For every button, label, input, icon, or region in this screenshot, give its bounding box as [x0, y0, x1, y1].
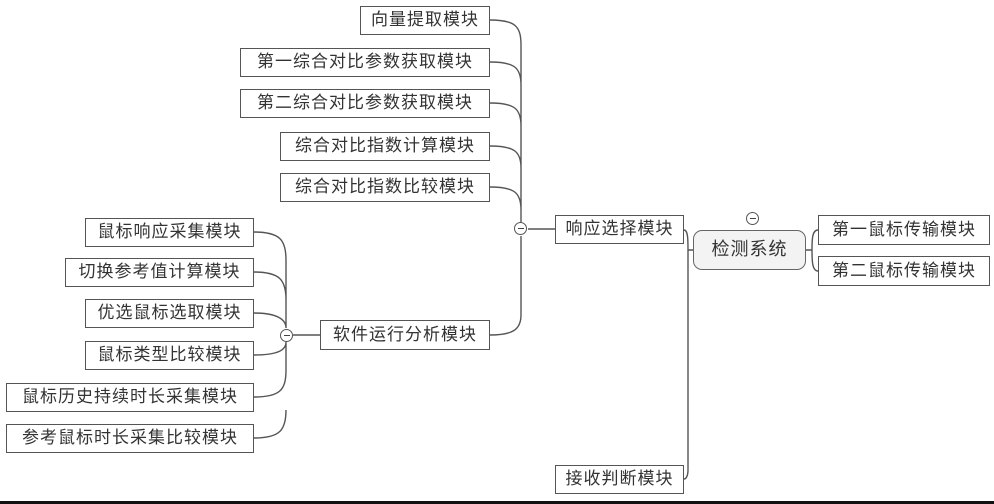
- node-label: 参考鼠标时长采集比较模块: [22, 428, 238, 448]
- node-vector-extract[interactable]: 向量提取模块: [360, 6, 490, 35]
- connector-top-group: [489, 19, 522, 222]
- node-first-mouse-transmission[interactable]: 第一鼠标传输模块: [818, 215, 990, 245]
- connector-software: [489, 236, 522, 336]
- node-label: 第一综合对比参数获取模块: [257, 52, 473, 72]
- node-switch-reference-calc[interactable]: 切换参考值计算模块: [65, 258, 254, 287]
- bottom-rule: [0, 501, 994, 504]
- node-first-comprehensive-param[interactable]: 第一综合对比参数获取模块: [240, 48, 490, 77]
- node-response-select[interactable]: 响应选择模块: [555, 215, 684, 244]
- node-label: 鼠标历史持续时长采集模块: [22, 387, 238, 407]
- root-label: 检测系统: [711, 239, 788, 260]
- root-node[interactable]: 检测系统: [693, 230, 806, 270]
- node-second-comprehensive-param[interactable]: 第二综合对比参数获取模块: [240, 89, 490, 118]
- collapse-icon[interactable]: [746, 212, 759, 225]
- node-index-comparison[interactable]: 综合对比指数比较模块: [280, 173, 490, 202]
- node-preferred-mouse-select[interactable]: 优选鼠标选取模块: [85, 299, 254, 328]
- node-label: 向量提取模块: [371, 10, 479, 30]
- node-reference-duration-compare[interactable]: 参考鼠标时长采集比较模块: [6, 424, 254, 453]
- collapse-icon[interactable]: [280, 329, 293, 342]
- node-software-analysis[interactable]: 软件运行分析模块: [320, 320, 490, 350]
- node-label: 优选鼠标选取模块: [97, 303, 242, 323]
- node-label: 第一鼠标传输模块: [832, 219, 976, 240]
- node-label: 第二鼠标传输模块: [832, 260, 976, 281]
- node-label: 综合对比指数比较模块: [295, 177, 475, 197]
- node-label: 切换参考值计算模块: [78, 262, 241, 282]
- node-index-calculation[interactable]: 综合对比指数计算模块: [280, 132, 490, 161]
- node-label: 第二综合对比参数获取模块: [257, 93, 473, 113]
- node-label: 鼠标响应采集模块: [97, 222, 242, 242]
- node-mouse-history-duration[interactable]: 鼠标历史持续时长采集模块: [6, 383, 254, 412]
- node-receive-judge[interactable]: 接收判断模块: [555, 465, 684, 494]
- node-label: 综合对比指数计算模块: [295, 136, 475, 156]
- connector-left-group: [253, 231, 287, 439]
- connector-root-left: [683, 229, 693, 480]
- node-label: 接收判断模块: [565, 469, 674, 489]
- node-mouse-response-collect[interactable]: 鼠标响应采集模块: [85, 218, 254, 247]
- node-label: 响应选择模块: [565, 219, 674, 239]
- node-second-mouse-transmission[interactable]: 第二鼠标传输模块: [818, 256, 990, 286]
- connector-root-right: [806, 229, 819, 272]
- node-label: 软件运行分析模块: [333, 324, 477, 345]
- collapse-icon[interactable]: [514, 222, 527, 235]
- node-label: 鼠标类型比较模块: [97, 345, 242, 365]
- node-mouse-type-compare[interactable]: 鼠标类型比较模块: [85, 341, 254, 370]
